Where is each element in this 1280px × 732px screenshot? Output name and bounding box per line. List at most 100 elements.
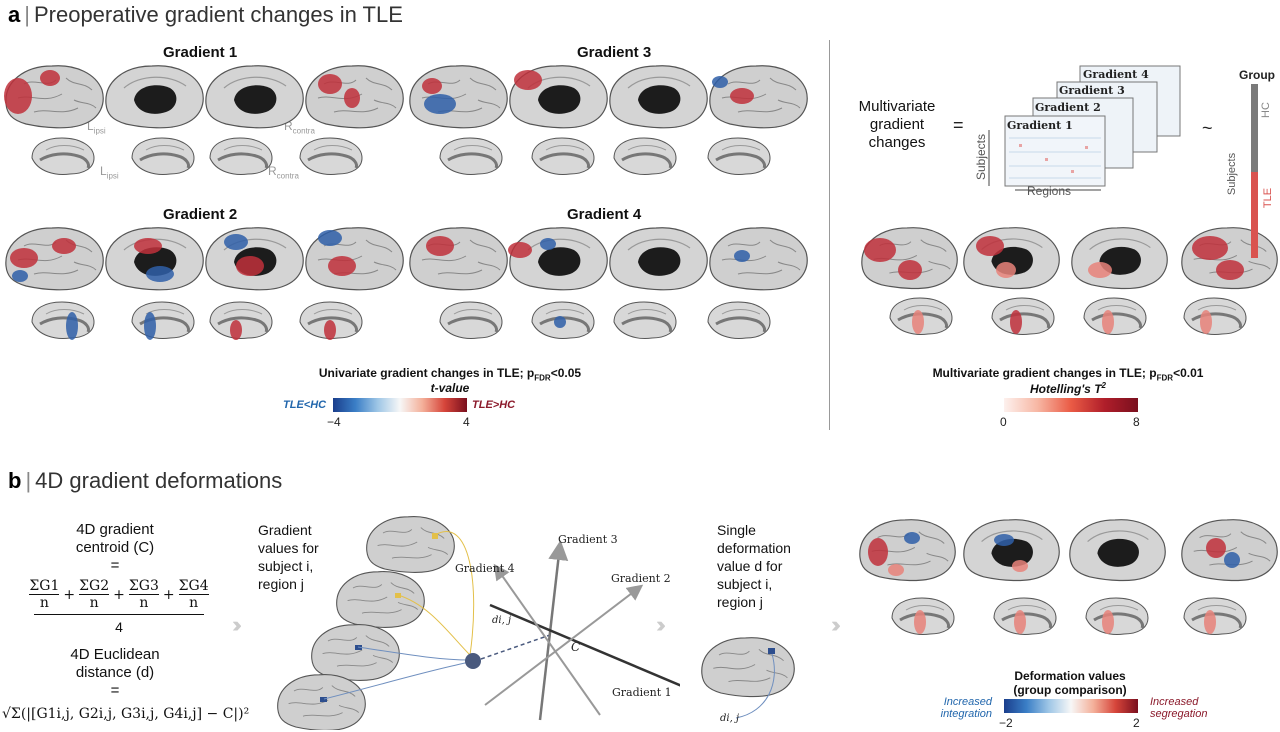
patch xyxy=(12,270,28,282)
patch xyxy=(424,94,456,114)
brain-large-row2-4 xyxy=(409,227,508,291)
brain-large-row2-5 xyxy=(509,227,608,291)
patch xyxy=(554,316,566,328)
patch xyxy=(144,312,156,340)
patch xyxy=(4,78,32,114)
panel-b-letter: b xyxy=(8,468,22,493)
patch xyxy=(40,70,60,86)
patch xyxy=(52,238,76,254)
brain-small-row1-4 xyxy=(438,136,504,176)
patch xyxy=(224,234,248,250)
patch xyxy=(10,248,38,268)
brain-large-row1-2 xyxy=(205,65,304,129)
patch xyxy=(888,564,904,576)
brain-small-row1-1 xyxy=(130,136,196,176)
patch xyxy=(134,238,162,254)
patch xyxy=(514,70,542,90)
group-label: Group xyxy=(1239,68,1275,82)
group-bar-tle xyxy=(1251,172,1258,258)
patch xyxy=(508,242,532,258)
patch xyxy=(422,78,442,94)
panel-a-title-text: Preoperative gradient changes in TLE xyxy=(33,2,403,27)
univariate-metric-label: t-value xyxy=(430,381,470,395)
brain-large-deform-3 xyxy=(1181,519,1278,582)
patch xyxy=(1102,310,1114,334)
patch xyxy=(994,534,1014,546)
brain-small-row2-4 xyxy=(438,300,504,340)
patch xyxy=(1204,610,1216,634)
brain-small-row1-3 xyxy=(298,136,364,176)
patch xyxy=(1192,236,1228,260)
brain-small-row1-2 xyxy=(208,136,274,176)
brain-large-row1-1 xyxy=(105,65,204,129)
brain-large-row1-7 xyxy=(709,65,808,129)
multivariate-colorbar xyxy=(1004,398,1138,412)
univariate-colorbar-title: Univariate gradient changes in TLE; pFDR… xyxy=(318,366,582,383)
deformation-colorbar-title: Deformation values (group comparison) xyxy=(1013,669,1127,697)
brain-small-row1-7 xyxy=(706,136,772,176)
group-tle-label: TLE xyxy=(1262,187,1275,209)
panel-divider xyxy=(829,40,830,430)
patch xyxy=(734,250,750,262)
hemi-label-left-top: Lipsi xyxy=(87,119,106,136)
brain-small-row1-5 xyxy=(530,136,596,176)
brain-large-multi-2 xyxy=(1071,227,1168,290)
distance-formula: √Σ(|[G1i,j, G2i,j, G3i,j, G4i,j] − C|)² xyxy=(2,706,250,722)
patch xyxy=(328,256,356,276)
tilde-sign: ~ xyxy=(1202,118,1213,138)
matrix-label-3: Gradient 3 xyxy=(1059,84,1125,97)
brain-large-deform-1 xyxy=(963,519,1060,582)
centroid-title: 4D gradient centroid (C) = xyxy=(75,521,155,574)
single-d-label: di, j xyxy=(720,713,740,724)
patch xyxy=(236,256,264,276)
brain-large-row2-7 xyxy=(709,227,808,291)
deformation-tick-max: 2 xyxy=(1133,716,1140,730)
patch xyxy=(1206,538,1226,558)
patch xyxy=(1010,310,1022,334)
brain-small-multi-2 xyxy=(1082,296,1148,336)
group-bar-hc xyxy=(1251,84,1258,172)
patch xyxy=(1088,262,1112,278)
multivariate-colorbar-title: Multivariate gradient changes in TLE; pF… xyxy=(932,366,1204,383)
patch xyxy=(66,312,78,340)
brain-large-multi-1 xyxy=(963,227,1060,290)
axis-label-gradient-4: Gradient 4 xyxy=(455,562,515,575)
hemi-label-left-bottom: Lipsi xyxy=(100,164,119,181)
hemi-label-right-bottom: Rcontra xyxy=(268,164,299,181)
multivariate-tick-max: 8 xyxy=(1133,415,1140,429)
patch xyxy=(540,238,556,250)
patch xyxy=(344,88,360,108)
patch xyxy=(898,260,922,280)
brain-large-row2-6 xyxy=(609,227,708,291)
hemi-label-right-top: Rcontra xyxy=(284,119,315,136)
patch xyxy=(1014,610,1026,634)
tle-greater-hc-label: TLE>HC xyxy=(472,399,516,411)
brain-small-multi-3 xyxy=(1182,296,1248,336)
axis-label-gradient-2: Gradient 2 xyxy=(611,572,671,585)
patch xyxy=(1102,610,1114,634)
single-deformation-text: Single deformation value d for subject i… xyxy=(717,522,791,610)
patch xyxy=(1224,552,1240,568)
increased-integration-label: Increased integration xyxy=(940,696,992,720)
chevron-icon-3: ››› xyxy=(831,612,841,637)
matrix-label-4: Gradient 4 xyxy=(1083,68,1149,81)
patch xyxy=(324,320,336,340)
patch xyxy=(864,238,896,262)
brain-small-row2-1 xyxy=(130,300,196,340)
patch xyxy=(904,532,920,544)
brain-large-deform-2 xyxy=(1069,519,1166,582)
patch xyxy=(914,610,926,634)
patch xyxy=(976,236,1004,256)
panel-a-title: a|Preoperative gradient changes in TLE xyxy=(8,2,403,27)
gradient-4-title: Gradient 4 xyxy=(567,206,642,223)
axis-label-gradient-1: Gradient 1 xyxy=(612,686,672,699)
deformation-colorbar xyxy=(1004,699,1138,713)
gradient-3-title: Gradient 3 xyxy=(577,44,652,61)
patch xyxy=(1012,560,1028,572)
univariate-colorbar xyxy=(333,398,467,412)
tle-less-hc-label: TLE<HC xyxy=(283,399,327,411)
patch xyxy=(712,76,728,88)
patch xyxy=(730,88,754,104)
gradient-values-text: Gradient values for subject i, region j xyxy=(258,522,319,592)
